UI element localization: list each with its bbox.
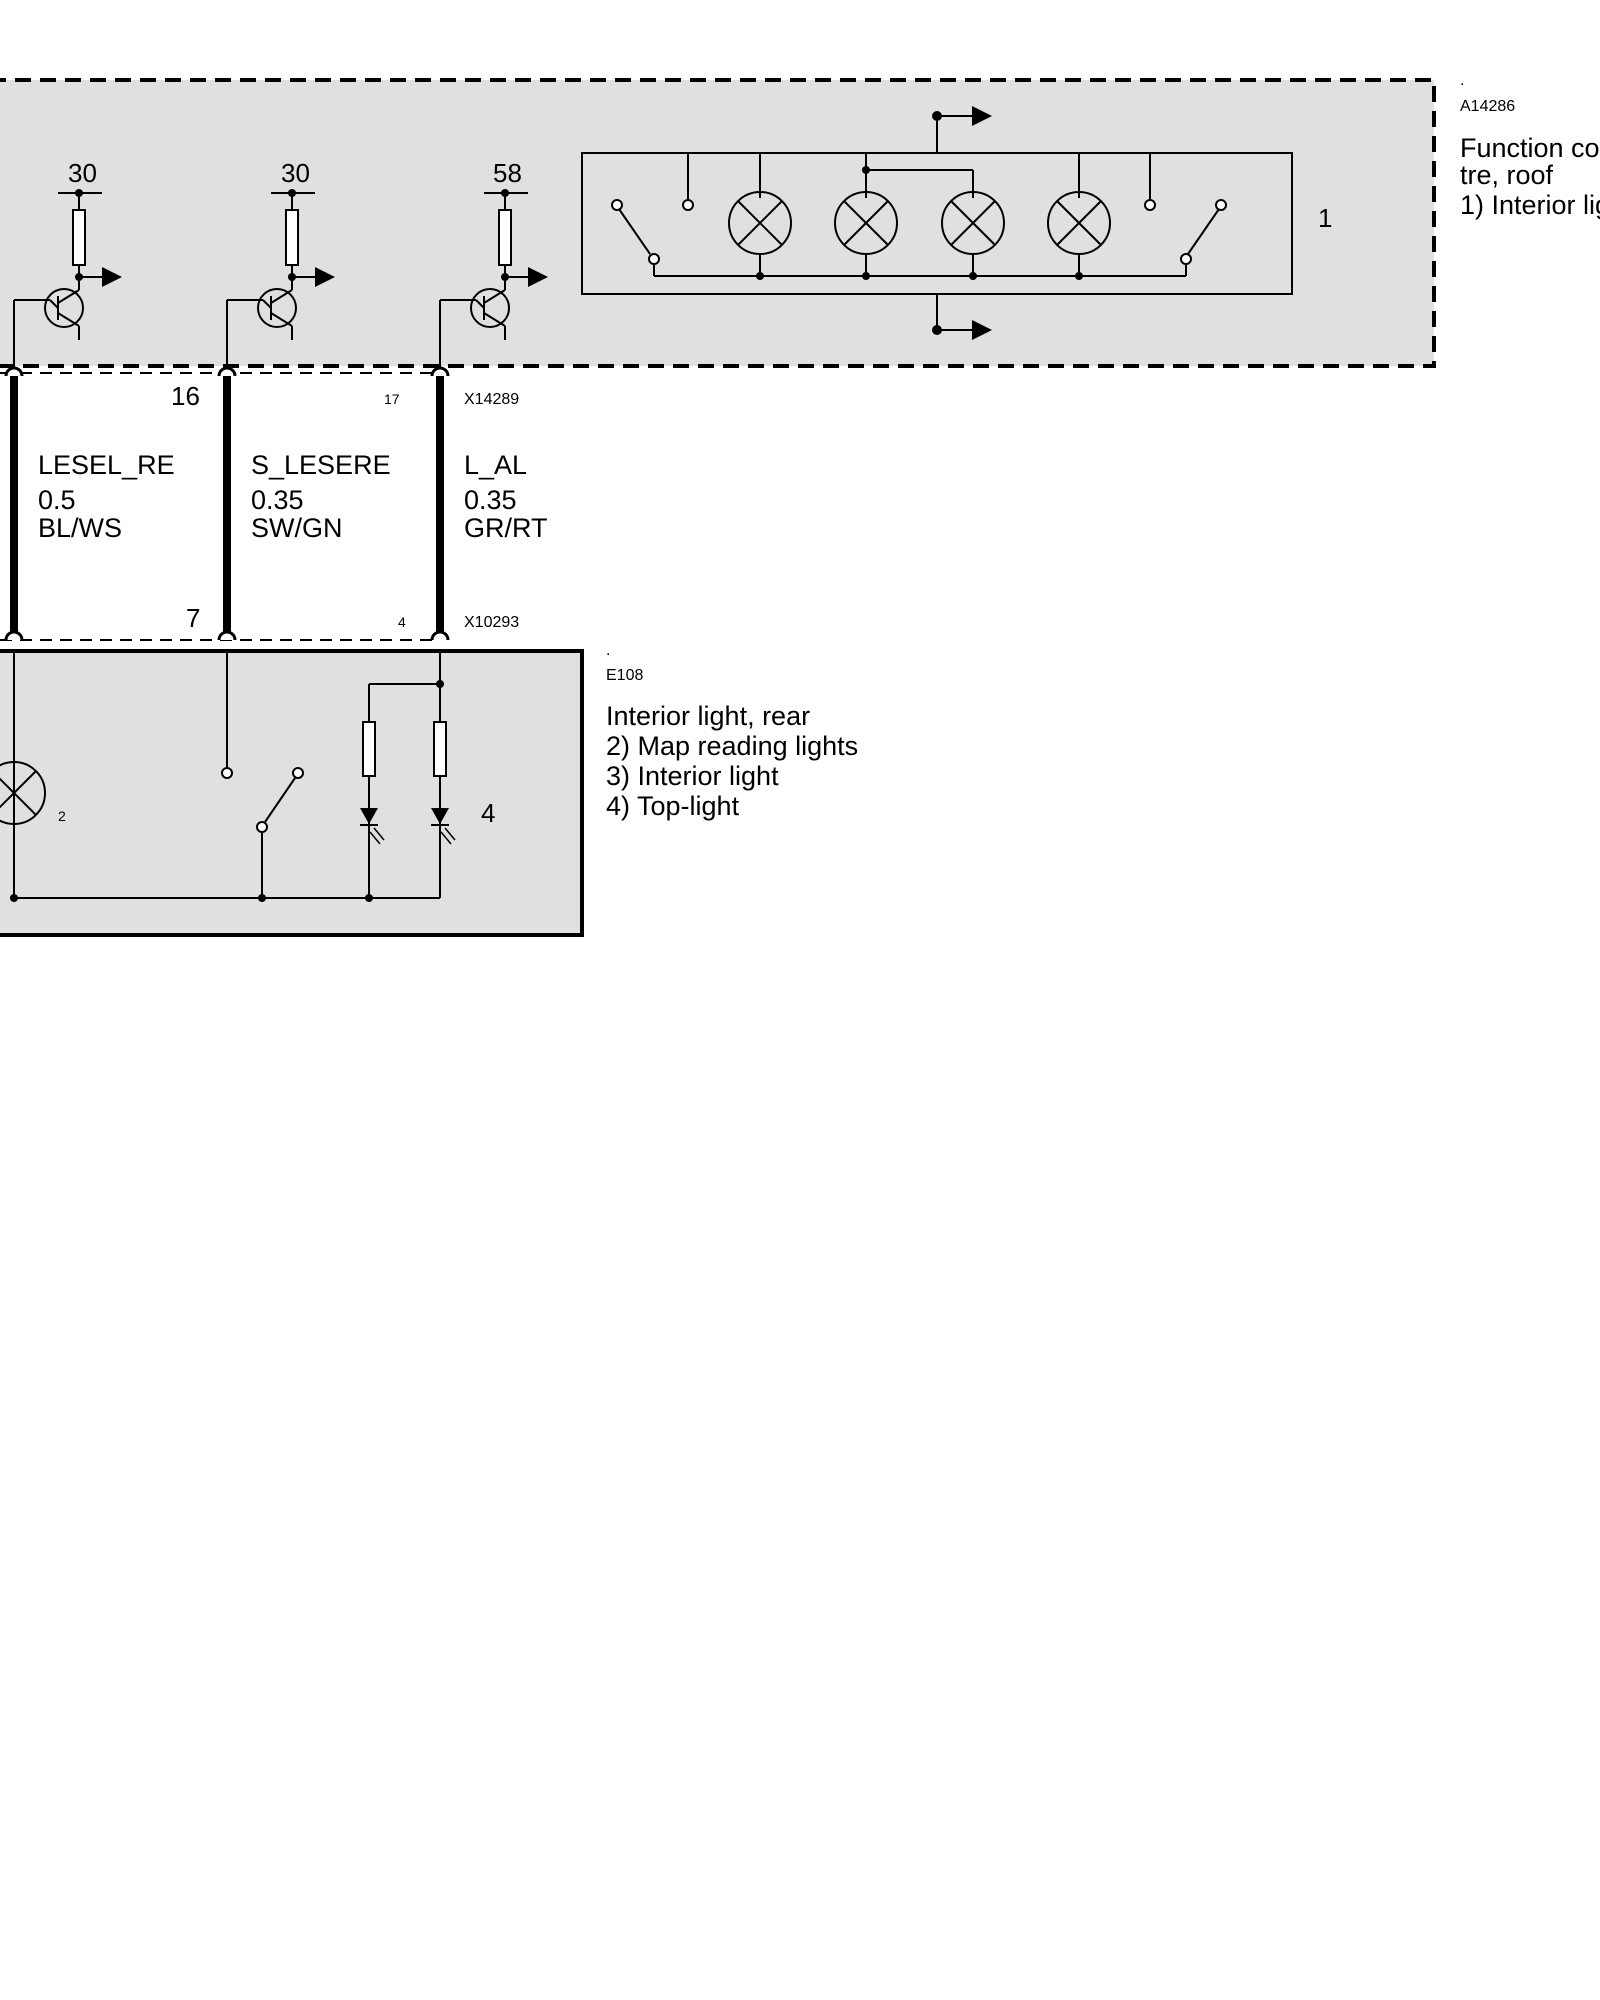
supply-label-1: 30 bbox=[68, 158, 97, 188]
lamp-rear-number: 2 bbox=[58, 808, 66, 824]
module-bottom-desc-2: 2) Map reading lights bbox=[606, 731, 858, 761]
wire-1-gauge: 0.5 bbox=[38, 485, 76, 515]
interior-light-block bbox=[581, 106, 1293, 340]
driver-2 bbox=[226, 189, 335, 372]
module-top-dot: . bbox=[1460, 72, 1464, 89]
led-number: 4 bbox=[481, 798, 495, 828]
wire-2-name: S_LESERE bbox=[251, 450, 391, 480]
module-bottom-desc-4: 4) Top-light bbox=[606, 791, 740, 821]
module-bottom-desc-3: 3) Interior light bbox=[606, 761, 779, 791]
module-e108 bbox=[0, 649, 584, 937]
connector-region bbox=[0, 366, 450, 641]
wire-1-label: LESEL_RE 0.5 BL/WS bbox=[38, 450, 175, 543]
led-pair-icon bbox=[360, 651, 456, 898]
connector-top-id: X14289 bbox=[464, 391, 519, 408]
block-number: 1 bbox=[1318, 203, 1332, 233]
lamp-rear-icon bbox=[0, 761, 46, 825]
wire-3-color: GR/RT bbox=[464, 513, 548, 543]
connector-bottom-pin-2: 4 bbox=[398, 614, 406, 630]
module-bottom-desc-1: Interior light, rear bbox=[606, 701, 810, 731]
wire-3-name: L_AL bbox=[464, 450, 527, 480]
connector-top-pin-2: 17 bbox=[384, 391, 400, 407]
supply-label-2: 30 bbox=[281, 158, 310, 188]
driver-3 bbox=[439, 189, 548, 372]
supply-label-3: 58 bbox=[493, 158, 522, 188]
wire-3-label: L_AL 0.35 GR/RT bbox=[464, 450, 548, 543]
switch-icon bbox=[221, 651, 304, 898]
wire-2-color: SW/GN bbox=[251, 513, 343, 543]
connector-top-pin-1: 16 bbox=[171, 381, 200, 411]
lamp-1-icon bbox=[728, 191, 792, 280]
wire-1-name: LESEL_RE bbox=[38, 450, 175, 480]
module-top-desc-2: tre, roof bbox=[1460, 160, 1554, 190]
module-bottom-dot: . bbox=[606, 642, 610, 659]
connector-bottom-id: X10293 bbox=[464, 614, 519, 631]
wire-3-gauge: 0.35 bbox=[464, 485, 517, 515]
driver-1 bbox=[13, 189, 122, 372]
lamp-2-icon bbox=[834, 191, 898, 280]
lamp-4-icon bbox=[1047, 191, 1111, 280]
module-top-desc-3: 1) Interior lig bbox=[1460, 190, 1600, 220]
wire-2-label: S_LESERE 0.35 SW/GN bbox=[251, 450, 391, 543]
module-top-id: A14286 bbox=[1460, 98, 1515, 115]
lamp-3-icon bbox=[941, 191, 1005, 280]
module-a14286 bbox=[0, 78, 1436, 372]
module-top-desc-1: Function co bbox=[1460, 133, 1600, 163]
wire-2-gauge: 0.35 bbox=[251, 485, 304, 515]
module-bottom-id: E108 bbox=[606, 667, 643, 684]
wire-1-color: BL/WS bbox=[38, 513, 122, 543]
connector-bottom-pin-1: 7 bbox=[186, 603, 200, 633]
